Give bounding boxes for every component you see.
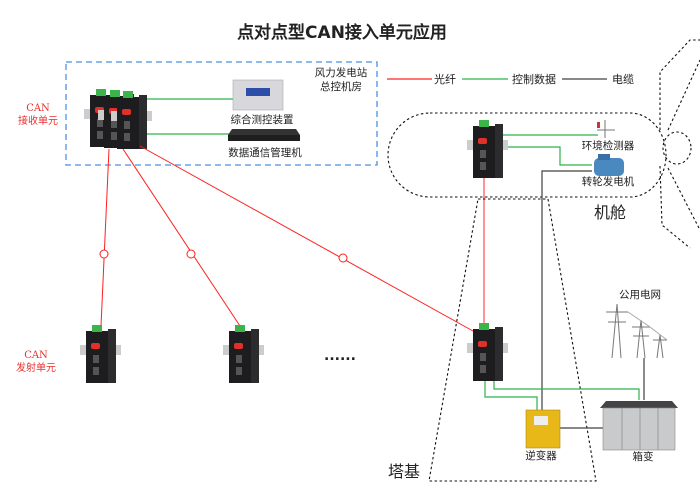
data-manager-label: 数据通信管理机 bbox=[228, 146, 302, 159]
box-transformer-label: 箱变 bbox=[633, 450, 654, 463]
receiver-label-1: CAN bbox=[26, 103, 50, 114]
box-transformer-device bbox=[600, 401, 678, 451]
data-manager-device bbox=[228, 129, 300, 141]
fiber-links bbox=[100, 145, 485, 332]
control-room-label-1: 风力发电站 bbox=[315, 66, 368, 79]
fiber-break-icons bbox=[99, 249, 348, 263]
env-sensor-label: 环境检测器 bbox=[582, 139, 635, 152]
inverter-device bbox=[525, 409, 561, 449]
control-room-label-2: 总控机房 bbox=[320, 80, 362, 93]
env-sensor-device bbox=[597, 120, 615, 138]
nacelle-can-unit bbox=[467, 120, 508, 178]
generator-label: 转轮发电机 bbox=[582, 175, 635, 188]
monitor-device bbox=[232, 79, 284, 111]
nacelle-label: 机舱 bbox=[594, 203, 626, 222]
can-transmitter-2 bbox=[223, 325, 264, 383]
control-room-box bbox=[65, 61, 378, 166]
generator-device bbox=[594, 154, 624, 176]
nacelle-outline bbox=[387, 112, 667, 198]
can-transmitter-1 bbox=[80, 325, 121, 383]
tower-outline bbox=[428, 198, 597, 482]
legend-fiber: 光纤 bbox=[434, 72, 456, 86]
monitor-label: 综合测控装置 bbox=[231, 113, 294, 126]
turbine-blades bbox=[659, 39, 700, 249]
legend-control: 控制数据 bbox=[512, 72, 556, 86]
fiber-break-icon bbox=[99, 249, 109, 259]
diagram-title: 点对点型CAN接入单元应用 bbox=[237, 22, 447, 43]
fiber-break-icon bbox=[186, 249, 196, 259]
legend: 光纤 控制数据 电缆 bbox=[387, 72, 634, 86]
fiber-break-icon bbox=[338, 253, 348, 263]
ellipsis: ...... bbox=[324, 348, 356, 364]
legend-cable: 电缆 bbox=[612, 73, 634, 86]
can-receiver-unit bbox=[84, 89, 152, 149]
tower-base-label: 塔基 bbox=[388, 462, 420, 481]
transmitter-label-1: CAN bbox=[24, 350, 48, 361]
inverter-label: 逆变器 bbox=[525, 449, 557, 462]
transmitter-label-2: 发射单元 bbox=[16, 361, 56, 374]
tower-can-unit bbox=[467, 323, 508, 381]
power-grid-towers bbox=[606, 303, 668, 359]
receiver-label-2: 接收单元 bbox=[18, 114, 58, 127]
grid-label: 公用电网 bbox=[619, 288, 661, 301]
